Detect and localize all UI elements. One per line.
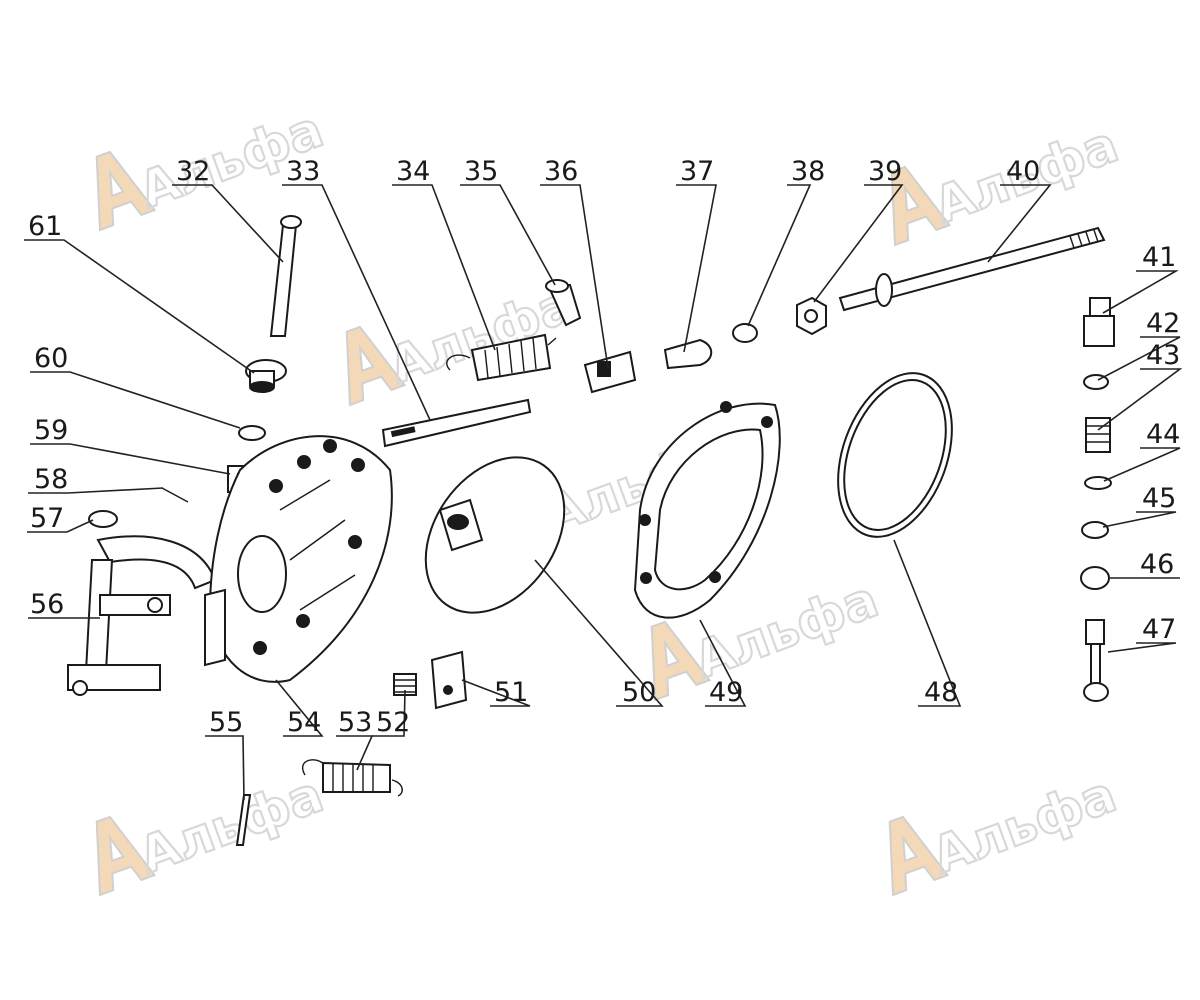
label-49: 49: [709, 677, 743, 708]
label-55: 55: [209, 707, 243, 738]
label-53: 53: [338, 707, 372, 738]
part-39-nut: [796, 296, 827, 336]
label-39: 39: [868, 156, 902, 187]
label-36: 36: [544, 156, 578, 187]
part-32-pin: [269, 215, 302, 337]
watermark-bottom-left: Альфа: [95, 764, 332, 897]
part-38-washer: [732, 323, 758, 343]
label-34: 34: [396, 156, 430, 187]
part-58-split-pin: [161, 487, 189, 503]
label-33: 33: [286, 156, 320, 187]
label-59: 59: [34, 415, 68, 446]
part-35-pin: [545, 279, 582, 327]
label-57: 57: [30, 503, 64, 534]
label-44: 44: [1146, 419, 1180, 450]
watermark-text: Альфа: [132, 765, 331, 885]
part-33-flat-bar: [381, 398, 532, 448]
watermark-text: Альфа: [925, 765, 1124, 885]
part-37-retainer: [663, 338, 713, 370]
part-41-fitting: [1083, 297, 1115, 347]
label-43: 43: [1146, 340, 1180, 371]
label-48: 48: [924, 677, 958, 708]
part-36-clip-block: [583, 350, 637, 394]
part-54-housing-cover: [204, 435, 393, 683]
label-38: 38: [791, 156, 825, 187]
label-45: 45: [1142, 483, 1176, 514]
part-60-washer: [238, 425, 266, 441]
label-51: 51: [494, 677, 528, 708]
part-49-gasket: [633, 401, 781, 619]
label-52: 52: [376, 707, 410, 738]
label-35: 35: [464, 156, 498, 187]
label-56: 56: [30, 589, 64, 620]
part-53-spring: [302, 759, 403, 797]
part-51-block: [430, 650, 468, 710]
part-48-ring: [837, 372, 953, 538]
part-55-pin: [235, 794, 252, 846]
part-57-washer: [88, 510, 118, 528]
watermark-center: Альфа: [345, 274, 582, 407]
part-52-spring: [393, 673, 417, 696]
label-37: 37: [680, 156, 714, 187]
part-34-spring: [446, 333, 557, 382]
label-54: 54: [287, 707, 321, 738]
part-40-bolt: [838, 226, 1106, 312]
label-32: 32: [176, 156, 210, 187]
leader-lines: [24, 184, 1183, 801]
label-50: 50: [622, 677, 656, 708]
label-58: 58: [34, 464, 68, 495]
part-61-bushing: [245, 359, 287, 393]
label-60: 60: [34, 343, 68, 374]
label-46: 46: [1140, 549, 1174, 580]
label-41: 41: [1142, 242, 1176, 273]
watermark-bottom-right: Альфа: [888, 764, 1125, 897]
part-45-nut: [1081, 521, 1109, 539]
label-47: 47: [1142, 614, 1176, 645]
label-61: 61: [28, 211, 62, 242]
part-56-fork-lever: [67, 535, 217, 696]
part-46-cap-nut: [1080, 566, 1110, 590]
part-47-fitting: [1083, 619, 1109, 702]
part-50-diaphragm: [424, 456, 566, 614]
part-labels: 32 33 34 35 36 37 38 39 40 41 42 43 44 4…: [28, 156, 1180, 738]
label-40: 40: [1006, 156, 1040, 187]
watermark-top-right: Альфа: [890, 114, 1127, 247]
label-42: 42: [1146, 308, 1180, 339]
